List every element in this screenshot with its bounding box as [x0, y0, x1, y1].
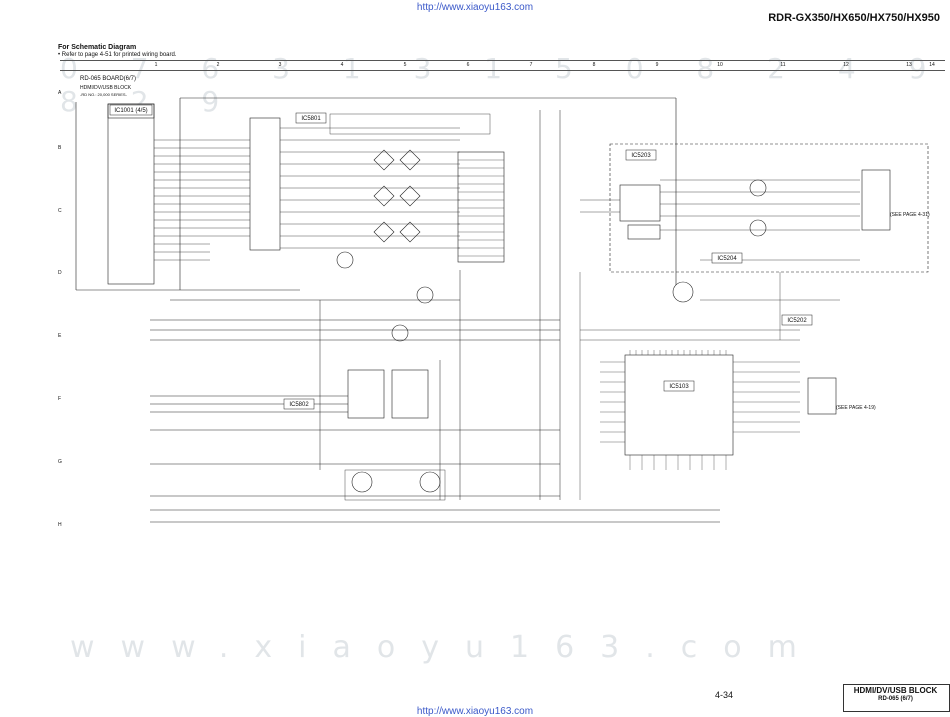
watermark-top: 0 7 6 3 1 3 1 5 0 8 2 4 9 8 2 9 — [60, 52, 949, 118]
board-name: RD-065 BOARD(6/7) — [80, 76, 137, 82]
row-label: F — [58, 396, 62, 402]
top-url[interactable]: http://www.xiaoyu163.com — [416, 2, 534, 13]
footer-title: HDMI/DV/USB BLOCK — [853, 686, 938, 695]
col-label: 5 — [403, 62, 407, 68]
board-serial: -RD NO.: 20,000 SERIES- — [80, 92, 127, 97]
col-label: 3 — [278, 62, 282, 68]
column-ruler: 1 2 3 4 5 6 7 8 9 10 11 12 13 14 — [60, 60, 945, 71]
col-label: 10 — [717, 62, 723, 68]
col-label: 4 — [340, 62, 344, 68]
col-label: 9 — [655, 62, 659, 68]
col-label: 6 — [466, 62, 470, 68]
usb-connector — [807, 377, 837, 415]
row-label: E — [58, 333, 62, 339]
diode-bridges — [373, 149, 421, 243]
col-label: 11 — [780, 62, 786, 68]
ic5103-label: IC5103 — [669, 384, 689, 390]
row-label: D — [58, 270, 62, 276]
ic1001-label-box — [107, 103, 155, 119]
row-label: H — [58, 522, 62, 528]
schematic-note: • Refer to page 4-51 for printed wiring … — [58, 52, 177, 58]
ic1001-body — [107, 103, 155, 285]
footer-subtitle: RD-065 (6/7) — [878, 696, 913, 702]
col-label: 2 — [216, 62, 220, 68]
block-name: HDMI/DV/USB BLOCK — [80, 85, 132, 91]
dv-block-dashed — [609, 143, 929, 273]
page-ref-usb: (SEE PAGE 4-19) — [836, 405, 876, 411]
dv-connector — [861, 169, 891, 231]
col-label: 14 — [929, 62, 935, 68]
col-label: 12 — [843, 62, 849, 68]
row-label: G — [58, 459, 62, 465]
col-label: 7 — [529, 62, 533, 68]
ic5802b-body — [391, 369, 429, 419]
row-label: A — [58, 90, 62, 96]
row-label: B — [58, 145, 62, 151]
ic5802-body — [347, 369, 385, 419]
page-ref-dv: (SEE PAGE 4-31) — [890, 212, 930, 218]
ic5103-body — [624, 354, 734, 456]
watermark-bottom: www.xiaoyu163.com — [70, 630, 823, 665]
col-label: 13 — [906, 62, 912, 68]
ic5802-label: IC5802 — [289, 402, 309, 408]
hdmi-connector — [457, 151, 505, 263]
ic5202-label: IC5202 — [787, 318, 807, 324]
col-label: 1 — [154, 62, 158, 68]
ic5204-label: IC5204 — [717, 256, 737, 262]
ic5203-label: IC5203 — [631, 153, 651, 159]
bottom-url[interactable]: http://www.xiaoyu163.com — [416, 706, 534, 717]
ic1001-label: IC1001 (4/5) — [114, 108, 147, 114]
note-box — [329, 113, 491, 135]
model-title: RDR-GX350/HX650/HX750/HX950 — [768, 12, 940, 24]
col-label: 8 — [592, 62, 596, 68]
schematic-heading: For Schematic Diagram — [58, 44, 137, 51]
ic5801-label: IC5801 — [301, 116, 321, 122]
page-number: 4-34 — [715, 690, 734, 700]
row-label: C — [58, 208, 62, 214]
ic5801-body — [249, 117, 281, 251]
